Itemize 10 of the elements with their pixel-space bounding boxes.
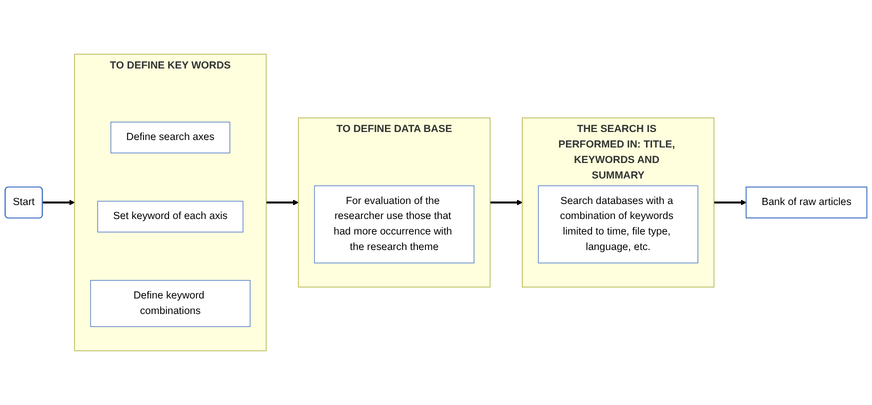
node-box: Set keyword of each axis: [97, 200, 244, 232]
node-box: Define search axes: [110, 122, 230, 154]
arrow: [490, 200, 523, 206]
node-box: Bank of raw articles: [746, 186, 868, 218]
arrow: [42, 200, 75, 206]
node-box: For evaluation of the researcher use those that had more occurrence with the research theme: [314, 185, 474, 264]
node-box: Define keyword combinations: [90, 280, 250, 327]
arrow: [266, 200, 299, 206]
node-box: Search databases with a combination of keywords limited to time, file type, language, etc.: [538, 185, 698, 264]
arrow: [714, 200, 746, 206]
